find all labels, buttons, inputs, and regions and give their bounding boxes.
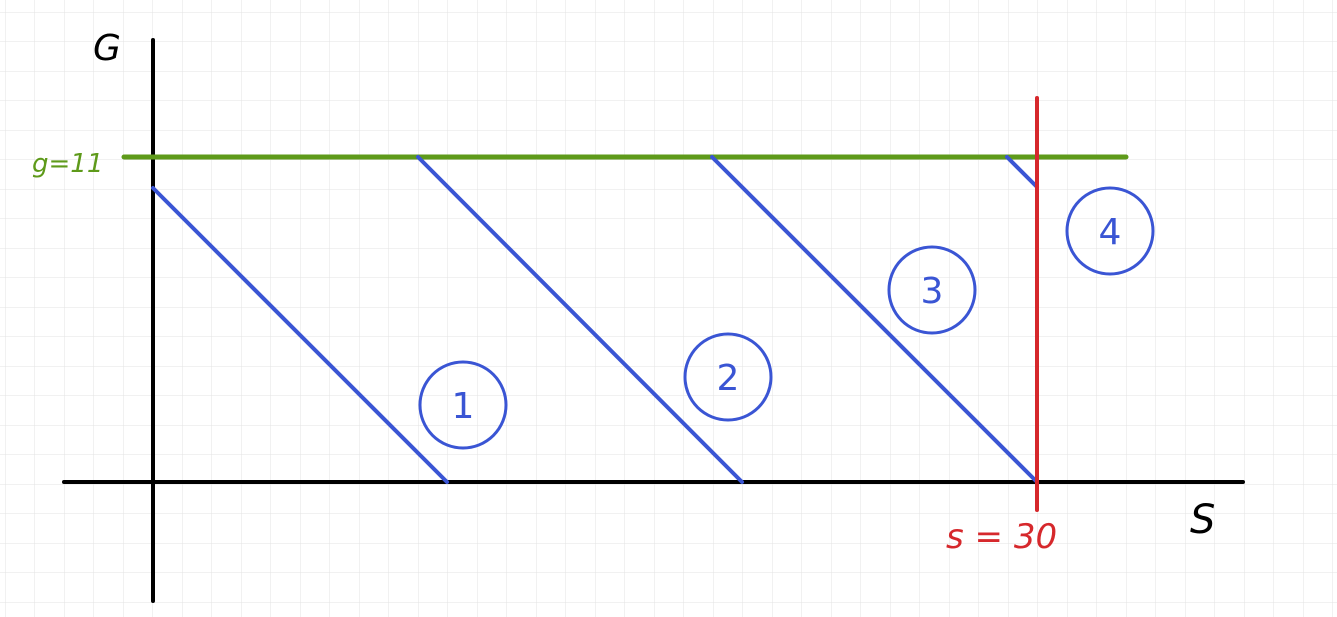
x-axis-label: S <box>1190 497 1215 543</box>
circle-label-2: 2 <box>683 332 773 422</box>
red-limit-label: s = 30 <box>946 517 1057 557</box>
segment-3 <box>710 155 1039 484</box>
segment-2 <box>416 155 744 484</box>
segment-1 <box>151 186 449 484</box>
circle-label-3: 3 <box>887 245 977 335</box>
circle-label-4: 4 <box>1065 186 1155 276</box>
circle-label-1: 1 <box>418 360 508 450</box>
y-axis-label: G <box>93 28 121 69</box>
circle-label-4-text: 4 <box>1099 212 1122 253</box>
green-limit-label: g=11 <box>32 149 103 179</box>
circle-label-1-text: 1 <box>452 386 475 427</box>
segment-4 <box>1005 155 1039 189</box>
circle-label-3-text: 3 <box>921 271 944 312</box>
circle-label-2-text: 2 <box>717 358 740 399</box>
